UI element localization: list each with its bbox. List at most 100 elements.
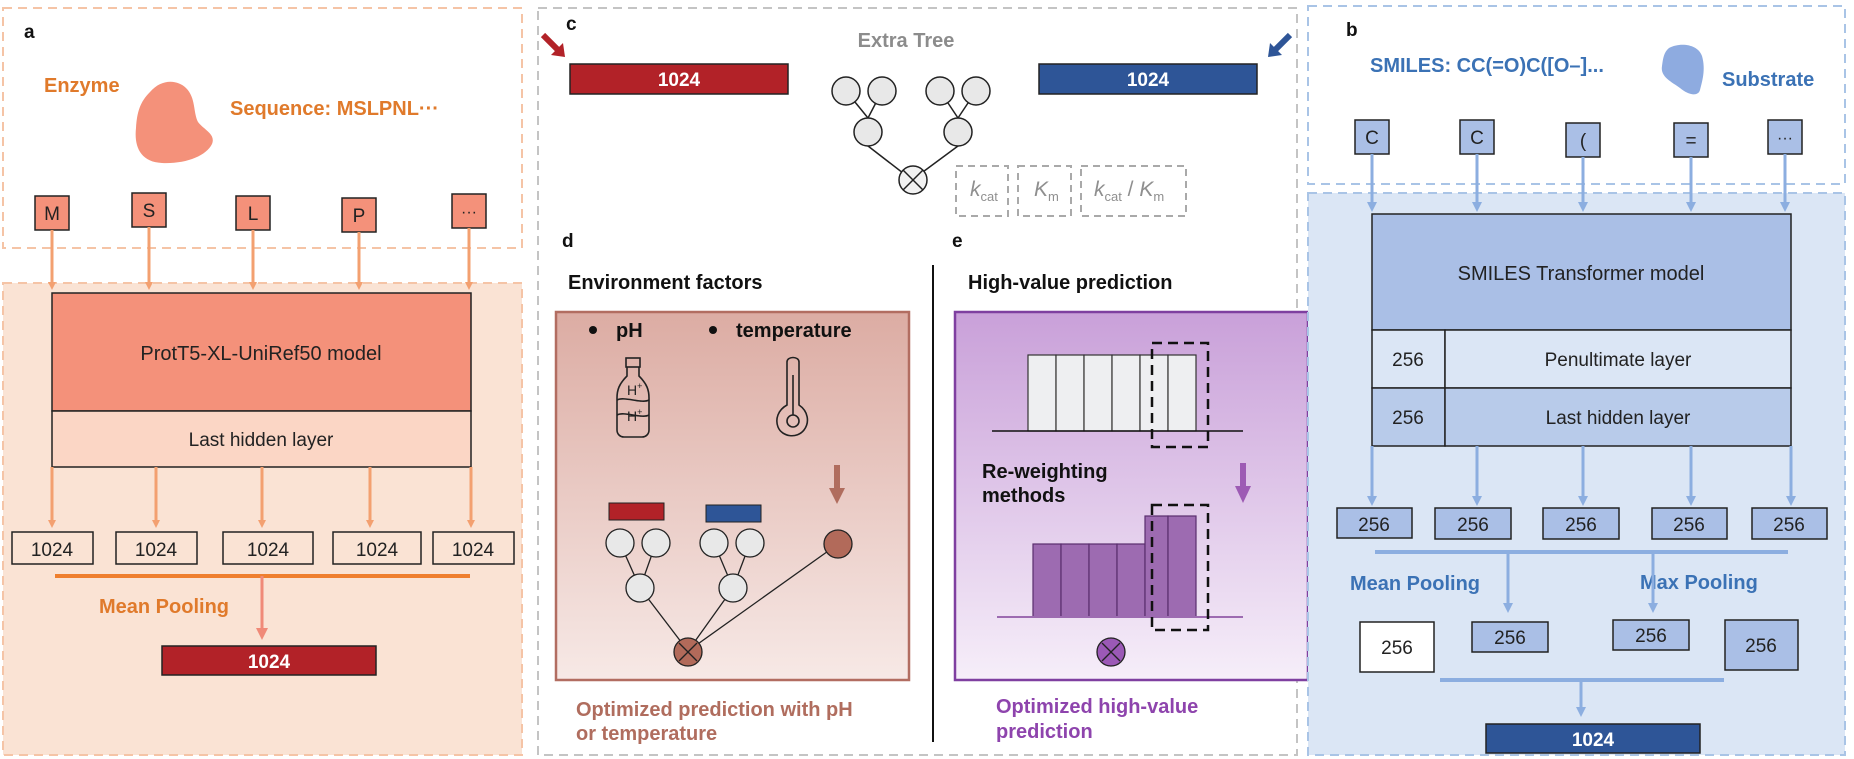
enzyme-token: P (341, 197, 377, 233)
blue-input-arrow-icon (1268, 32, 1293, 57)
reweighted-distribution-bars (1032, 515, 1197, 618)
panel-cde: c Extra Tree 1024 1024 (537, 7, 1310, 756)
smiles-transformer-label: SMILES Transformer model (1458, 263, 1705, 285)
extra-tree-nodes (831, 76, 991, 147)
enzyme-embedding: 1024 (115, 531, 198, 565)
substrate-embedding-dim: 256 (1457, 515, 1489, 536)
panel-a-label: a (24, 22, 35, 43)
substrate-embedding-dim: 256 (1773, 515, 1805, 536)
kcat-label: kcat (970, 178, 998, 204)
thermometer-icon (776, 356, 809, 437)
high-value-highlight-bottom (1150, 503, 1210, 632)
substrate-embedding-dim: 256 (1673, 515, 1705, 536)
substrate-input-bar (1038, 63, 1258, 95)
sequence-label: Sequence: MSLPNL··· (230, 98, 439, 120)
smiles-transformer-block (1371, 213, 1792, 331)
bullet (709, 326, 717, 334)
high-value-caption-line2: prediction (996, 721, 1093, 743)
h-plus-2: H+ (627, 407, 642, 424)
enzyme-token-text: P (353, 206, 366, 227)
penultimate-layer-label: Penultimate layer (1545, 350, 1692, 371)
enzyme-mean-pooling-label: Mean Pooling (99, 596, 229, 618)
enzyme-embedding: 1024 (222, 531, 314, 565)
tree-node (961, 76, 991, 106)
enzyme-token-text: ··· (461, 204, 477, 221)
substrate-embedding-dim: 256 (1358, 515, 1390, 536)
substrate-final-embedding (1485, 723, 1701, 754)
smiles-token: C (1459, 119, 1495, 155)
environment-caption-line1: Optimized prediction with pH (576, 699, 853, 721)
pooled-embedding-dim: 256 (1635, 626, 1667, 647)
kcat-over-km-label: kcat / Km (1094, 178, 1164, 204)
penultimate-dim-cell (1371, 329, 1446, 389)
environment-factors-title: Environment factors (568, 272, 762, 294)
environment-arrow-icon (829, 465, 845, 504)
km-box (1017, 165, 1072, 217)
substrate-molecule-icon (1661, 44, 1704, 95)
enzyme-embedding: 1024 (11, 531, 94, 565)
environment-node (823, 529, 853, 559)
substrate-mean-pooling-label: Mean Pooling (1350, 573, 1480, 595)
smiles-token-text: C (1365, 128, 1379, 149)
pooled-embedding: 256 (1359, 621, 1435, 673)
reweighting-line1: Re-weighting (982, 461, 1108, 483)
substrate-last-hidden-layer (1444, 387, 1792, 447)
pooled-embedding-dim: 256 (1381, 638, 1413, 659)
substrate-embedding: 256 (1651, 507, 1728, 540)
kinetic-output-boxes (955, 165, 1187, 217)
pooled-embedding: 256 (1471, 621, 1549, 653)
pooled-embedding: 256 (1612, 619, 1690, 651)
temperature-label: temperature (736, 320, 852, 342)
mini-enzyme-bar (608, 502, 665, 521)
token-arrows (48, 227, 473, 290)
high-value-caption-line1: Optimized high-value (996, 696, 1198, 718)
enzyme-token-text: M (44, 204, 60, 225)
mini-substrate-bar (705, 504, 762, 523)
substrate-input-dim: 1024 (1127, 70, 1170, 91)
smiles-token-arrows (1367, 154, 1790, 212)
enzyme-final-dim: 1024 (248, 652, 291, 673)
tree-node (925, 76, 955, 106)
enzyme-embedding-dim: 1024 (135, 540, 178, 561)
substrate-final-dim: 1024 (1572, 730, 1615, 751)
layer-arrows (48, 467, 475, 528)
layer-output-arrows (1367, 446, 1796, 506)
panel-a-top-frame (2, 7, 523, 249)
environment-output-icon (673, 637, 703, 667)
reweighting-arrow-icon (1235, 463, 1251, 503)
smiles-token: C (1354, 119, 1390, 155)
enzyme-last-hidden-layer (51, 410, 472, 468)
substrate-label: Substrate (1722, 69, 1814, 91)
kcat-box (955, 165, 1009, 217)
protT5-model-label: ProtT5-XL-UniRef50 model (140, 343, 381, 365)
tree-node (853, 117, 883, 147)
enzyme-token-text: S (143, 201, 156, 222)
bullet (589, 326, 597, 334)
substrate-last-hidden-label: Last hidden layer (1546, 408, 1691, 429)
enzyme-last-hidden-label: Last hidden layer (189, 430, 334, 451)
smiles-token-text: ··· (1777, 130, 1793, 147)
enzyme-token: S (131, 192, 167, 228)
km-label: Km (1034, 178, 1059, 204)
enzyme-final-embedding (161, 645, 377, 676)
smiles-token-text: ( (1580, 131, 1587, 152)
substrate-embedding: 256 (1751, 507, 1828, 540)
smiles-string: SMILES: CC(=O)C([O–]... (1370, 55, 1604, 77)
bottle-icon (616, 357, 650, 438)
original-distribution-bars (1027, 354, 1197, 432)
substrate-embedding: 256 (1542, 507, 1620, 540)
tree-output-icon (898, 165, 928, 195)
smiles-token: = (1673, 122, 1709, 158)
enzyme-input-dim: 1024 (658, 70, 701, 91)
extra-tree-title: Extra Tree (858, 30, 955, 52)
last-dim: 256 (1392, 408, 1424, 429)
smiles-token-text: = (1685, 131, 1696, 152)
enzyme-blob-icon (135, 81, 213, 164)
reweighting-line2: methods (982, 485, 1065, 507)
panel-a: a Enzyme Sequence: MSLPNL··· M S L P ··· (2, 7, 523, 756)
environment-panel (554, 310, 911, 682)
h-plus-1: H+ (627, 381, 642, 398)
smiles-token-text: C (1470, 128, 1484, 149)
panel-b: b SMILES: CC(=O)C([O–]... Substrate C C … (1307, 5, 1846, 756)
enzyme-label: Enzyme (44, 75, 120, 97)
